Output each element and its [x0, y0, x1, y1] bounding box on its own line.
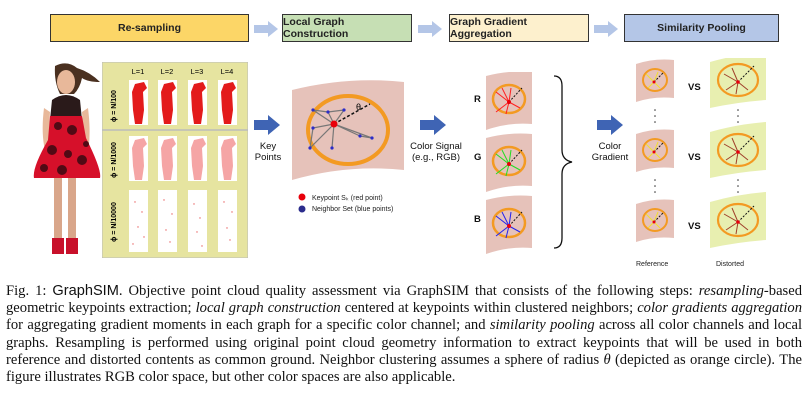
theta-label: θ: [356, 102, 361, 112]
legend-neighbor: Neighbor Set (blue points): [312, 206, 394, 213]
pipeline-arrow-icon: [418, 21, 442, 37]
local-graph-diagram: θ: [292, 80, 404, 180]
reference-graph: [636, 59, 674, 102]
channel-label-g: G: [474, 152, 482, 163]
distorted-graph: [710, 122, 766, 178]
level-label: L=2: [161, 67, 174, 76]
level-label: L=4: [221, 67, 234, 76]
caption-text: -based geometric keypoints extraction;: [6, 283, 803, 317]
caption-prefix: Fig. 1:: [6, 283, 53, 299]
key-points-label: Key Points: [252, 141, 284, 164]
figure-caption: Fig. 1: GraphSIM. Objective point cloud …: [6, 283, 802, 386]
stage-label: Re-sampling: [117, 22, 181, 34]
reference-label: Reference: [636, 261, 669, 268]
brace-icon: [553, 75, 573, 249]
caption-text: across all color channels and local grap…: [6, 317, 803, 368]
channel-graph-b: [486, 195, 532, 254]
caption-emphasis: color gradients aggregation: [637, 300, 802, 317]
channel-graphs: [486, 72, 532, 254]
stage-gradient-aggregation: Graph Gradient Aggregation: [449, 14, 589, 42]
color-gradient-label: Color Gradient: [580, 141, 640, 164]
ellipsis-dots: [654, 109, 739, 193]
color-signal-arrow-icon: [420, 115, 446, 135]
caption-emphasis: resampling: [698, 283, 764, 299]
level-label: L=3: [191, 67, 204, 76]
channel-graph-g: [486, 133, 532, 192]
caption-text: . Objective point cloud quality assessme…: [118, 283, 699, 299]
stage-resampling: Re-sampling: [50, 14, 249, 42]
caption-text: (depicted as orange circle). The figure …: [6, 351, 802, 386]
stage-label: Graph Gradient Aggregation: [450, 16, 528, 40]
color-gradient-arrow-icon: [597, 115, 623, 135]
rate-label: ϕ = N/100: [111, 90, 118, 122]
label-line: Key: [259, 141, 277, 152]
reference-graph: [636, 129, 674, 172]
distorted-graph: [710, 58, 766, 108]
distorted-graph: [710, 192, 766, 248]
point-cloud-person-image: [33, 63, 101, 254]
pipeline-arrow-icon: [594, 21, 618, 37]
rate-label: ϕ = N/10000: [111, 202, 118, 242]
keypoint-marker-icon: [298, 193, 306, 201]
pooling-graphs: [636, 58, 766, 248]
channel-label-r: R: [474, 94, 481, 105]
caption-method-name: GraphSIM: [52, 283, 119, 299]
rate-label: ϕ = N/1000: [111, 142, 118, 178]
caption-text: centered at keypoints within clustered n…: [340, 300, 638, 317]
stage-similarity-pooling: Similarity Pooling: [624, 14, 779, 42]
channel-graph-r: [486, 72, 532, 130]
label-line: Points: [254, 152, 282, 164]
resampling-panel: L=1 L=2 L=3 L=4 ϕ = N/100 ϕ = N/1000 ϕ =…: [102, 62, 248, 258]
caption-emphasis: θ: [603, 351, 611, 368]
label-line: Gradient: [591, 152, 629, 164]
caption-emphasis: similarity pooling: [489, 317, 595, 334]
vs-label: VS: [688, 221, 701, 232]
stage-local-graph: Local Graph Construction: [282, 14, 412, 42]
caption-text: for aggregating gradient moments in each…: [6, 317, 490, 334]
vs-label: VS: [688, 152, 701, 163]
label-line: Color: [598, 141, 622, 152]
reference-graph: [636, 199, 674, 242]
legend-keypoint: Keypoint Sₖ (red point): [312, 195, 383, 202]
resampled-thumbnails: [129, 80, 237, 252]
label-line: Color Signal: [410, 141, 462, 152]
stage-label: Similarity Pooling: [657, 22, 746, 34]
color-signal-label: Color Signal (e.g., RGB): [403, 141, 469, 164]
level-label: L=1: [132, 67, 145, 76]
label-line: (e.g., RGB): [411, 152, 461, 164]
neighbor-marker-icon: [298, 205, 306, 213]
legend-markers: [298, 193, 306, 213]
vs-label: VS: [688, 82, 701, 93]
stage-label: Local Graph Construction: [283, 16, 349, 40]
distorted-label: Distorted: [716, 261, 745, 268]
caption-emphasis: local graph construction: [195, 300, 341, 317]
key-points-arrow-icon: [254, 115, 280, 135]
channel-label-b: B: [474, 214, 481, 225]
pipeline-arrow-icon: [254, 21, 278, 37]
